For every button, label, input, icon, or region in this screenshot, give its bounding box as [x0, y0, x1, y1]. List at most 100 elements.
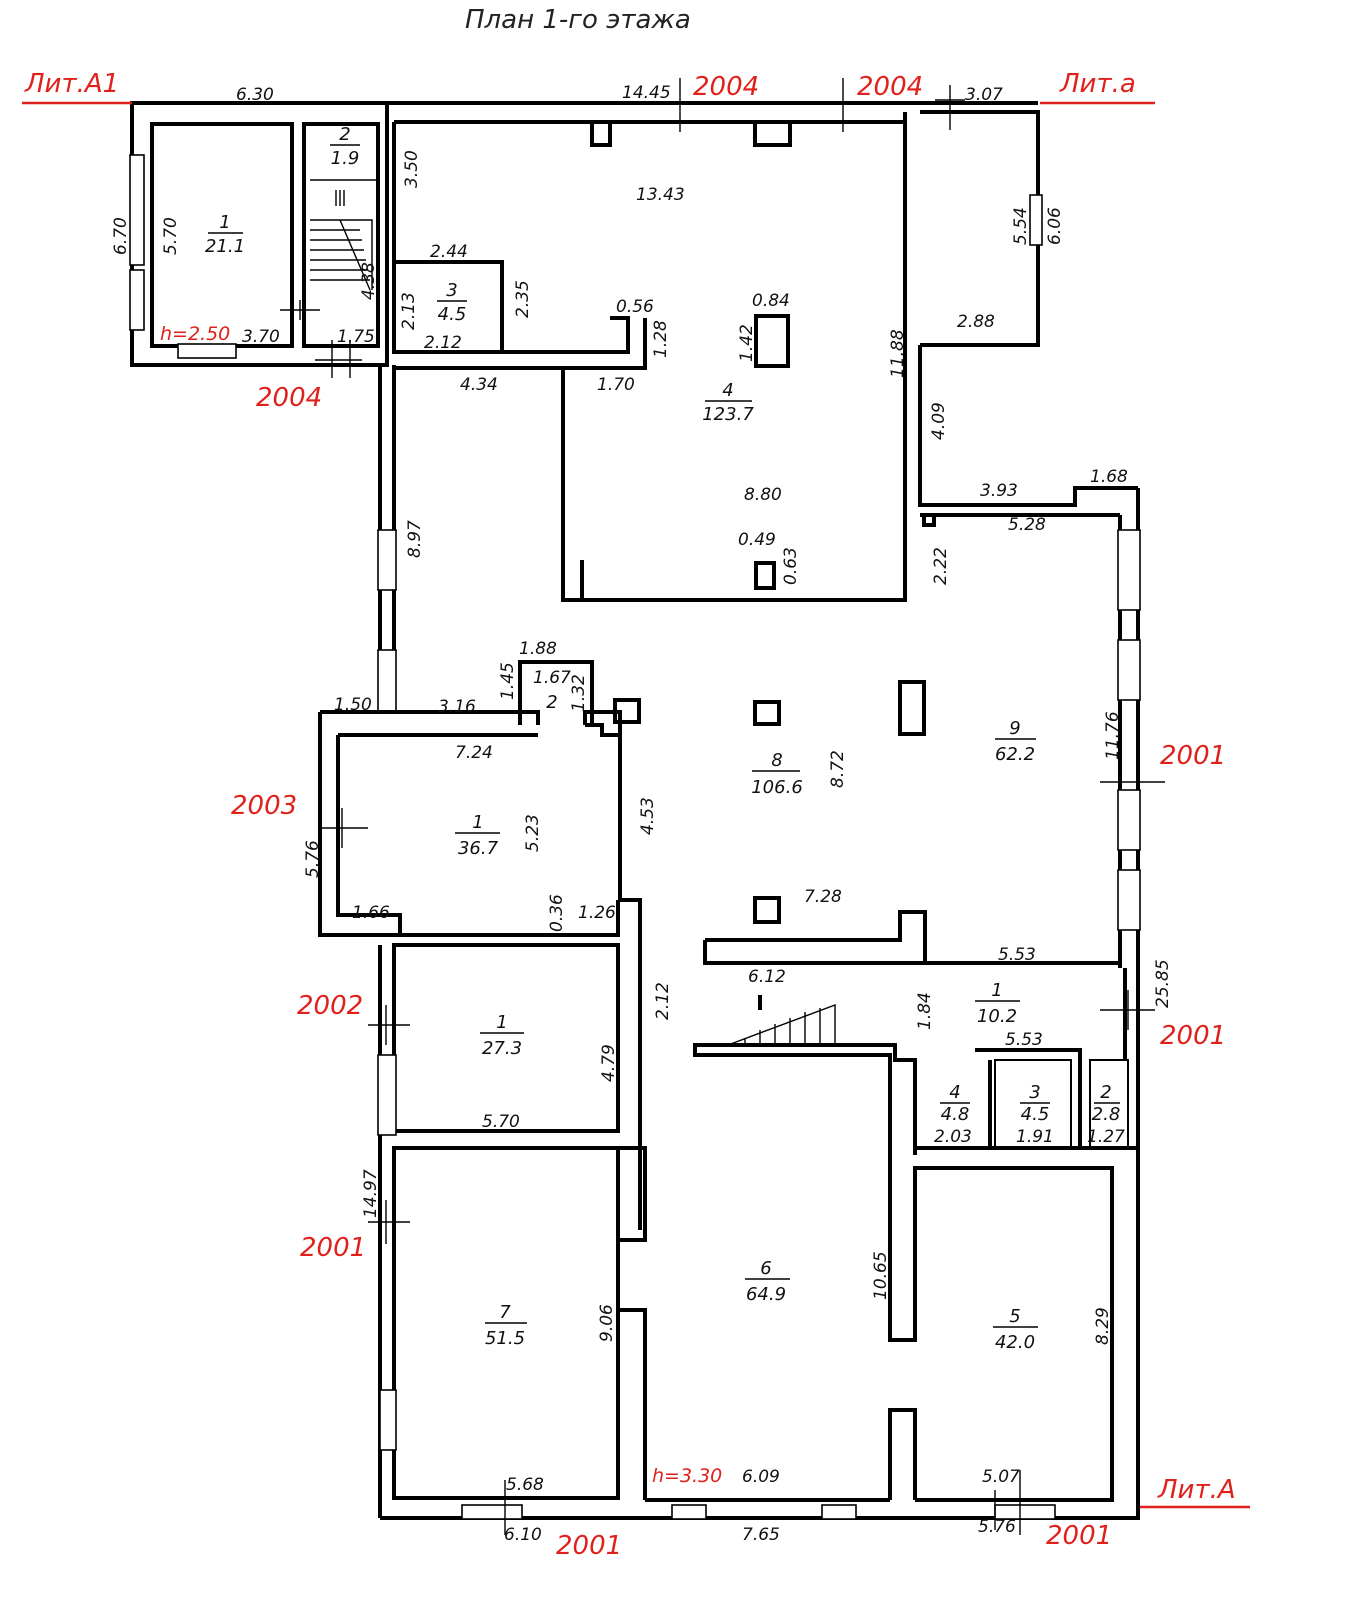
svg-text:2: 2 — [546, 692, 557, 713]
dim-label: 1.26 — [578, 903, 616, 923]
annex-lit-a1-walls — [129, 101, 389, 367]
svg-text:8: 8 — [771, 750, 782, 771]
dim-label: 5.28 — [1008, 515, 1046, 535]
svg-text:123.7: 123.7 — [702, 404, 754, 425]
dim-label: 0.63 — [781, 547, 801, 585]
dim-label: 1.70 — [597, 375, 635, 395]
small-rooms-walls — [727, 968, 1138, 1150]
dim-label: 8.97 — [405, 520, 425, 558]
dim-label: 4.34 — [460, 375, 498, 395]
year-label: 2002 — [297, 991, 363, 1021]
room-label: 121.1 — [205, 212, 245, 257]
room-label: 8 106.6 — [751, 750, 803, 798]
dimensions: 6.30 14.45 3.07 6.70 5.70 3.50 4.38 3.70… — [111, 83, 1173, 1545]
dim-label: 3.70 — [242, 327, 280, 347]
svg-text:4: 4 — [949, 1082, 960, 1103]
lit-a1-label: Лит.А1 — [24, 69, 119, 99]
room-label: 4 123.7 — [702, 380, 754, 425]
dim-label: 5.70 — [482, 1112, 520, 1132]
svg-text:4.5: 4.5 — [1021, 1104, 1050, 1125]
dim-label: 3.93 — [980, 481, 1018, 501]
rooms-8-9-walls — [703, 488, 1141, 1518]
dim-label: 6.06 — [1045, 207, 1065, 245]
room-label: 751.5 — [485, 1302, 527, 1349]
svg-text:51.5: 51.5 — [485, 1328, 525, 1349]
dim-label: 6.12 — [748, 967, 786, 987]
dim-label: 6.70 — [111, 217, 131, 255]
height-label: h=3.30 — [652, 1465, 722, 1487]
dim-label: 1.28 — [651, 320, 671, 358]
dim-label: 14.45 — [622, 83, 671, 103]
year-label: 2004 — [256, 383, 322, 413]
dim-label: 9.06 — [597, 1304, 617, 1342]
dim-label: 6.09 — [742, 1467, 780, 1487]
dim-label: 3.16 — [438, 697, 476, 717]
dim-label: 5.68 — [506, 1475, 544, 1495]
dim-label: 10.65 — [871, 1251, 891, 1300]
room-1-367-walls — [318, 660, 642, 1230]
svg-text:7: 7 — [499, 1302, 511, 1323]
dim-label: 8.29 — [1093, 1307, 1113, 1345]
dim-label: 8.80 — [744, 485, 782, 505]
year-label: 2001 — [300, 1233, 366, 1263]
svg-text:21.1: 21.1 — [205, 236, 245, 257]
svg-text:106.6: 106.6 — [751, 777, 803, 798]
dim-label: 0.36 — [547, 894, 567, 932]
room-label: 664.9 — [745, 1258, 790, 1305]
year-label: 2001 — [1160, 741, 1226, 771]
dim-label: 2.35 — [513, 280, 533, 318]
dim-label: 0.49 — [738, 530, 776, 550]
dim-label: 5.76 — [978, 1517, 1016, 1537]
dim-label: 5.54 — [1011, 207, 1031, 245]
dim-label: 5.53 — [1005, 1030, 1043, 1050]
room-label: 22.8 — [1092, 1082, 1121, 1125]
dim-label: 3.50 — [402, 150, 422, 188]
dim-label: 2.44 — [430, 242, 468, 262]
dim-label: 1.45 — [498, 662, 518, 700]
room-label: 542.0 — [993, 1306, 1038, 1353]
dim-label: 1.42 — [737, 324, 757, 362]
svg-text:1: 1 — [472, 812, 483, 833]
room-label: 34.5 — [1020, 1082, 1050, 1125]
year-label: 2003 — [231, 791, 297, 821]
dim-label: 4.79 — [599, 1044, 619, 1082]
svg-text:10.2: 10.2 — [977, 1006, 1017, 1027]
year-label: 2004 — [693, 72, 759, 102]
svg-text:1: 1 — [219, 212, 230, 233]
svg-text:1.9: 1.9 — [331, 148, 360, 169]
svg-text:4: 4 — [722, 380, 733, 401]
cut-marks — [280, 78, 1165, 1535]
dim-label: 1.84 — [915, 992, 935, 1030]
dim-label: 3.07 — [965, 85, 1003, 105]
year-label: 2001 — [1046, 1521, 1112, 1551]
svg-text:6: 6 — [760, 1258, 771, 1279]
main-building-walls — [380, 101, 1138, 602]
dim-label: 4.09 — [929, 402, 949, 440]
svg-text:9: 9 — [1009, 718, 1020, 739]
dim-label: 2.88 — [957, 312, 995, 332]
dim-label: 5.23 — [523, 814, 543, 852]
dim-label: 2.12 — [424, 333, 462, 353]
dim-label: 0.56 — [616, 297, 654, 317]
lit-a-small-label: Лит.а — [1059, 69, 1136, 99]
dim-label: 5.07 — [982, 1467, 1020, 1487]
room-label: 34.5 — [437, 280, 467, 325]
height-label: h=2.50 — [160, 323, 230, 345]
dim-label: 2.22 — [931, 547, 951, 585]
room-label: 127.3 — [480, 1012, 524, 1059]
dim-label: 6.10 — [504, 1525, 542, 1545]
left-wall — [377, 365, 563, 713]
dim-label: 5.76 — [303, 840, 323, 878]
room-label: 44.8 — [940, 1082, 970, 1125]
dim-label: 6.30 — [236, 85, 274, 105]
dim-label: 1.75 — [337, 327, 375, 347]
svg-text:3: 3 — [1029, 1082, 1040, 1103]
dim-label: 7.28 — [804, 887, 842, 907]
dim-label: 1.27 — [1087, 1127, 1125, 1147]
svg-text:1: 1 — [496, 1012, 507, 1033]
svg-text:5: 5 — [1009, 1306, 1020, 1327]
dim-label: 0.84 — [752, 291, 790, 311]
dim-label: 2.12 — [653, 982, 673, 1020]
dim-label: 1.32 — [569, 674, 589, 712]
